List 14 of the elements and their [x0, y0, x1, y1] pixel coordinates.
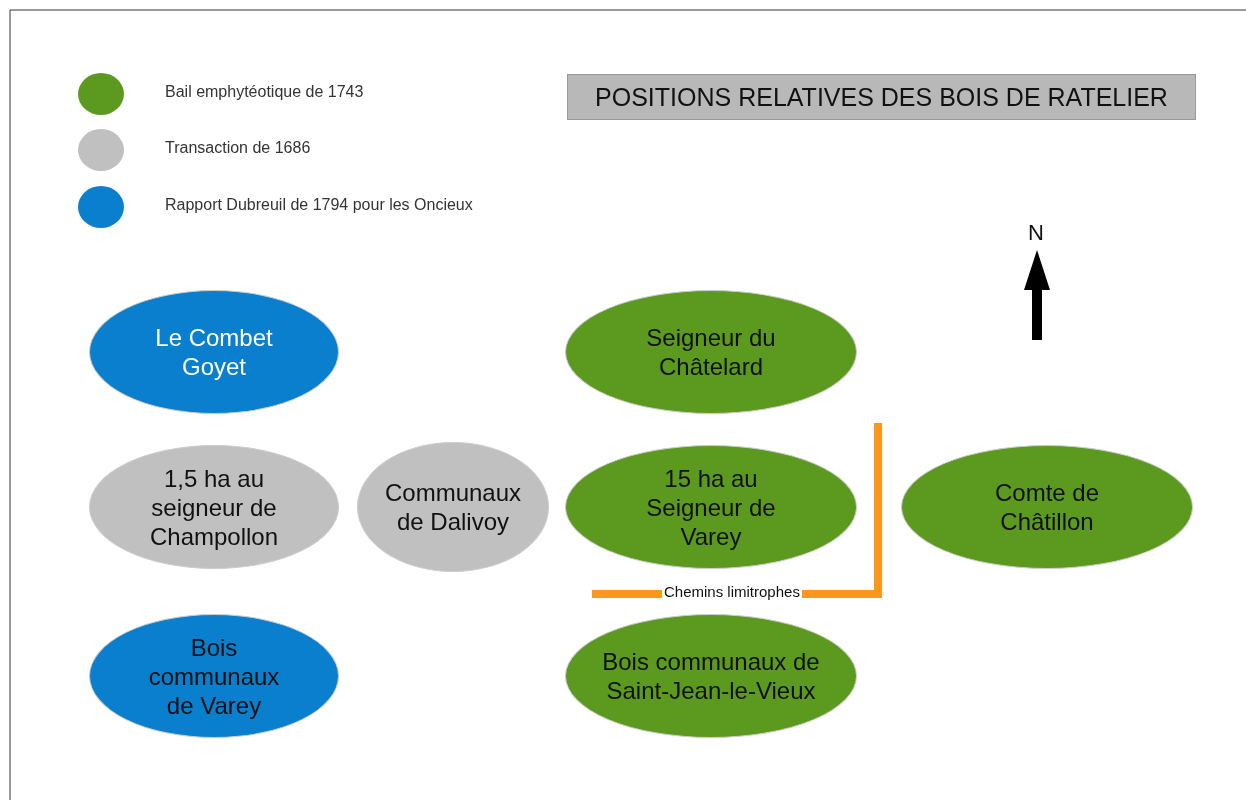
legend-text: Bail emphytéotique de 1743 — [165, 83, 364, 101]
legend-text: Transaction de 1686 — [165, 139, 311, 157]
node-text: Comte de Châtillon — [993, 478, 1101, 536]
legend-text: Rapport Dubreuil de 1794 pour les Oncieux — [165, 196, 473, 214]
node-text: Bois communaux de Varey — [147, 632, 281, 720]
title-banner: POSITIONS RELATIVES DES BOIS DE RATELIER — [567, 74, 1196, 120]
node-text: Bois communaux de Saint-Jean-le-Vieux — [601, 647, 821, 705]
node-text: Le Combet Goyet — [154, 323, 274, 381]
compass-letter: N — [1028, 220, 1044, 246]
node-text: Seigneur du Châtelard — [645, 323, 777, 381]
node-text: Communaux de Dalivoy — [383, 478, 523, 536]
path-label: Chemins limitrophes — [662, 583, 802, 600]
node-text: 15 ha au Seigneur de Varey — [645, 463, 777, 551]
node-text: 1,5 ha au seigneur de Champollon — [148, 463, 280, 551]
